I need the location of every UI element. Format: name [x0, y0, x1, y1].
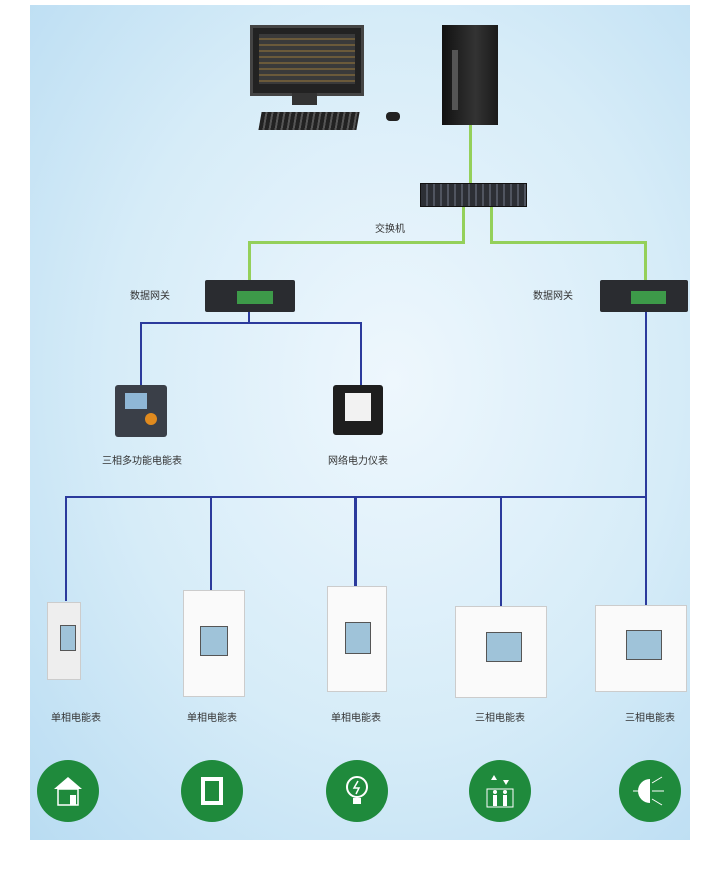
mouse — [386, 112, 400, 121]
single-phase-meter — [47, 602, 81, 680]
ethernet-line — [490, 241, 647, 244]
ethernet-line — [490, 205, 493, 243]
bus-line — [354, 496, 357, 586]
elevator-icon — [469, 760, 531, 822]
ethernet-line — [469, 125, 472, 183]
server-tower — [442, 25, 498, 125]
meter-label: 单相电能表 — [51, 713, 101, 724]
socket-icon — [181, 760, 243, 822]
switch-label: 交换机 — [375, 224, 405, 235]
meter-label: 单相电能表 — [331, 713, 381, 724]
bus-line — [248, 312, 250, 324]
monitor-stand — [292, 93, 317, 105]
multifunction-meter-device — [115, 385, 167, 437]
single-phase-meter — [327, 586, 387, 692]
multi-meter-label: 三相多功能电能表 — [102, 456, 182, 467]
bus-line — [645, 312, 647, 607]
data-gateway-left — [205, 280, 295, 312]
bus-line — [65, 496, 67, 601]
network-switch — [420, 183, 527, 207]
ethernet-line — [462, 205, 465, 243]
ethernet-line — [248, 241, 465, 244]
network-meter-label: 网络电力仪表 — [328, 456, 388, 467]
meter-label: 三相电能表 — [625, 713, 675, 724]
three-phase-meter — [595, 605, 687, 692]
data-gateway-right — [600, 280, 688, 312]
house-icon — [37, 760, 99, 822]
gateway-left-label: 数据网关 — [130, 291, 170, 302]
single-phase-meter — [183, 590, 245, 697]
meter-label: 三相电能表 — [475, 713, 525, 724]
gateway-right-label: 数据网关 — [533, 291, 573, 302]
bus-line — [360, 322, 362, 385]
bus-line — [140, 322, 362, 324]
bus-line — [140, 322, 142, 385]
ethernet-line — [248, 241, 251, 281]
lighting-icon — [619, 760, 681, 822]
three-phase-meter — [455, 606, 547, 698]
bus-line — [210, 496, 212, 590]
lightbulb-icon — [326, 760, 388, 822]
monitor — [250, 25, 364, 96]
network-power-meter-device — [333, 385, 383, 435]
bus-line — [500, 496, 502, 606]
meter-label: 单相电能表 — [187, 713, 237, 724]
keyboard — [258, 112, 360, 130]
ethernet-line — [644, 241, 647, 281]
